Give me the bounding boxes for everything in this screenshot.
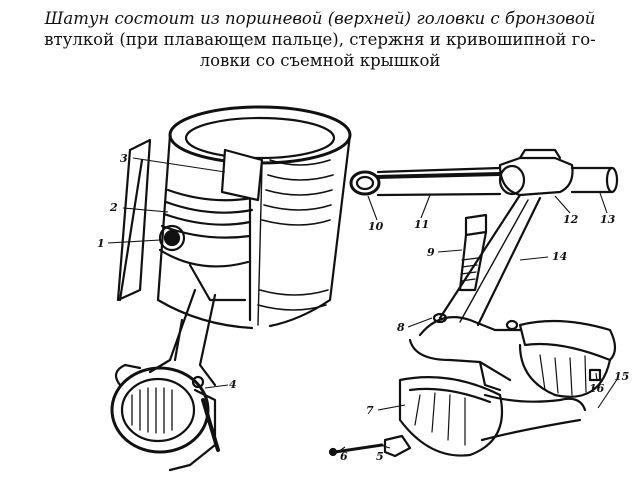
callout-8: 8 bbox=[397, 321, 405, 334]
left-connecting-rod bbox=[110, 288, 220, 472]
callout-10: 10 bbox=[368, 220, 384, 233]
callout-15: 15 bbox=[614, 370, 629, 383]
callout-7: 7 bbox=[366, 404, 374, 417]
bearing-shell-lower bbox=[398, 376, 587, 457]
callout-9: 9 bbox=[427, 246, 435, 259]
callout-14: 14 bbox=[552, 250, 567, 263]
callout-2: 2 bbox=[109, 201, 118, 214]
figure-caption: Шатун состоит из поршневой (верхней) гол… bbox=[10, 8, 630, 71]
right-connecting-rod bbox=[408, 148, 619, 392]
caption-line-3: ловки со съемной крышкой bbox=[199, 51, 441, 70]
callout-13: 13 bbox=[600, 213, 616, 226]
callout-labels: 3 2 1 4 5 6 7 8 9 10 11 12 13 14 15 16 bbox=[97, 152, 629, 463]
callout-6: 6 bbox=[340, 450, 348, 463]
caption-line-2: втулкой (при плавающем пальце), стержня … bbox=[44, 30, 596, 49]
callout-3: 3 bbox=[120, 152, 128, 165]
callout-11: 11 bbox=[414, 218, 429, 231]
callout-5: 5 bbox=[376, 450, 384, 463]
caption-line-1: Шатун состоит из поршневой (верхней) гол… bbox=[44, 9, 596, 28]
callout-16: 16 bbox=[589, 382, 605, 395]
piston-pin bbox=[349, 166, 502, 197]
bolt-6-nut-5 bbox=[328, 434, 412, 458]
callout-12: 12 bbox=[563, 213, 579, 226]
bolt-9 bbox=[458, 213, 488, 292]
callout-4: 4 bbox=[229, 378, 237, 391]
bearing-shell-upper bbox=[518, 319, 617, 398]
piston-assembly bbox=[116, 105, 352, 330]
callout-1: 1 bbox=[97, 237, 105, 250]
